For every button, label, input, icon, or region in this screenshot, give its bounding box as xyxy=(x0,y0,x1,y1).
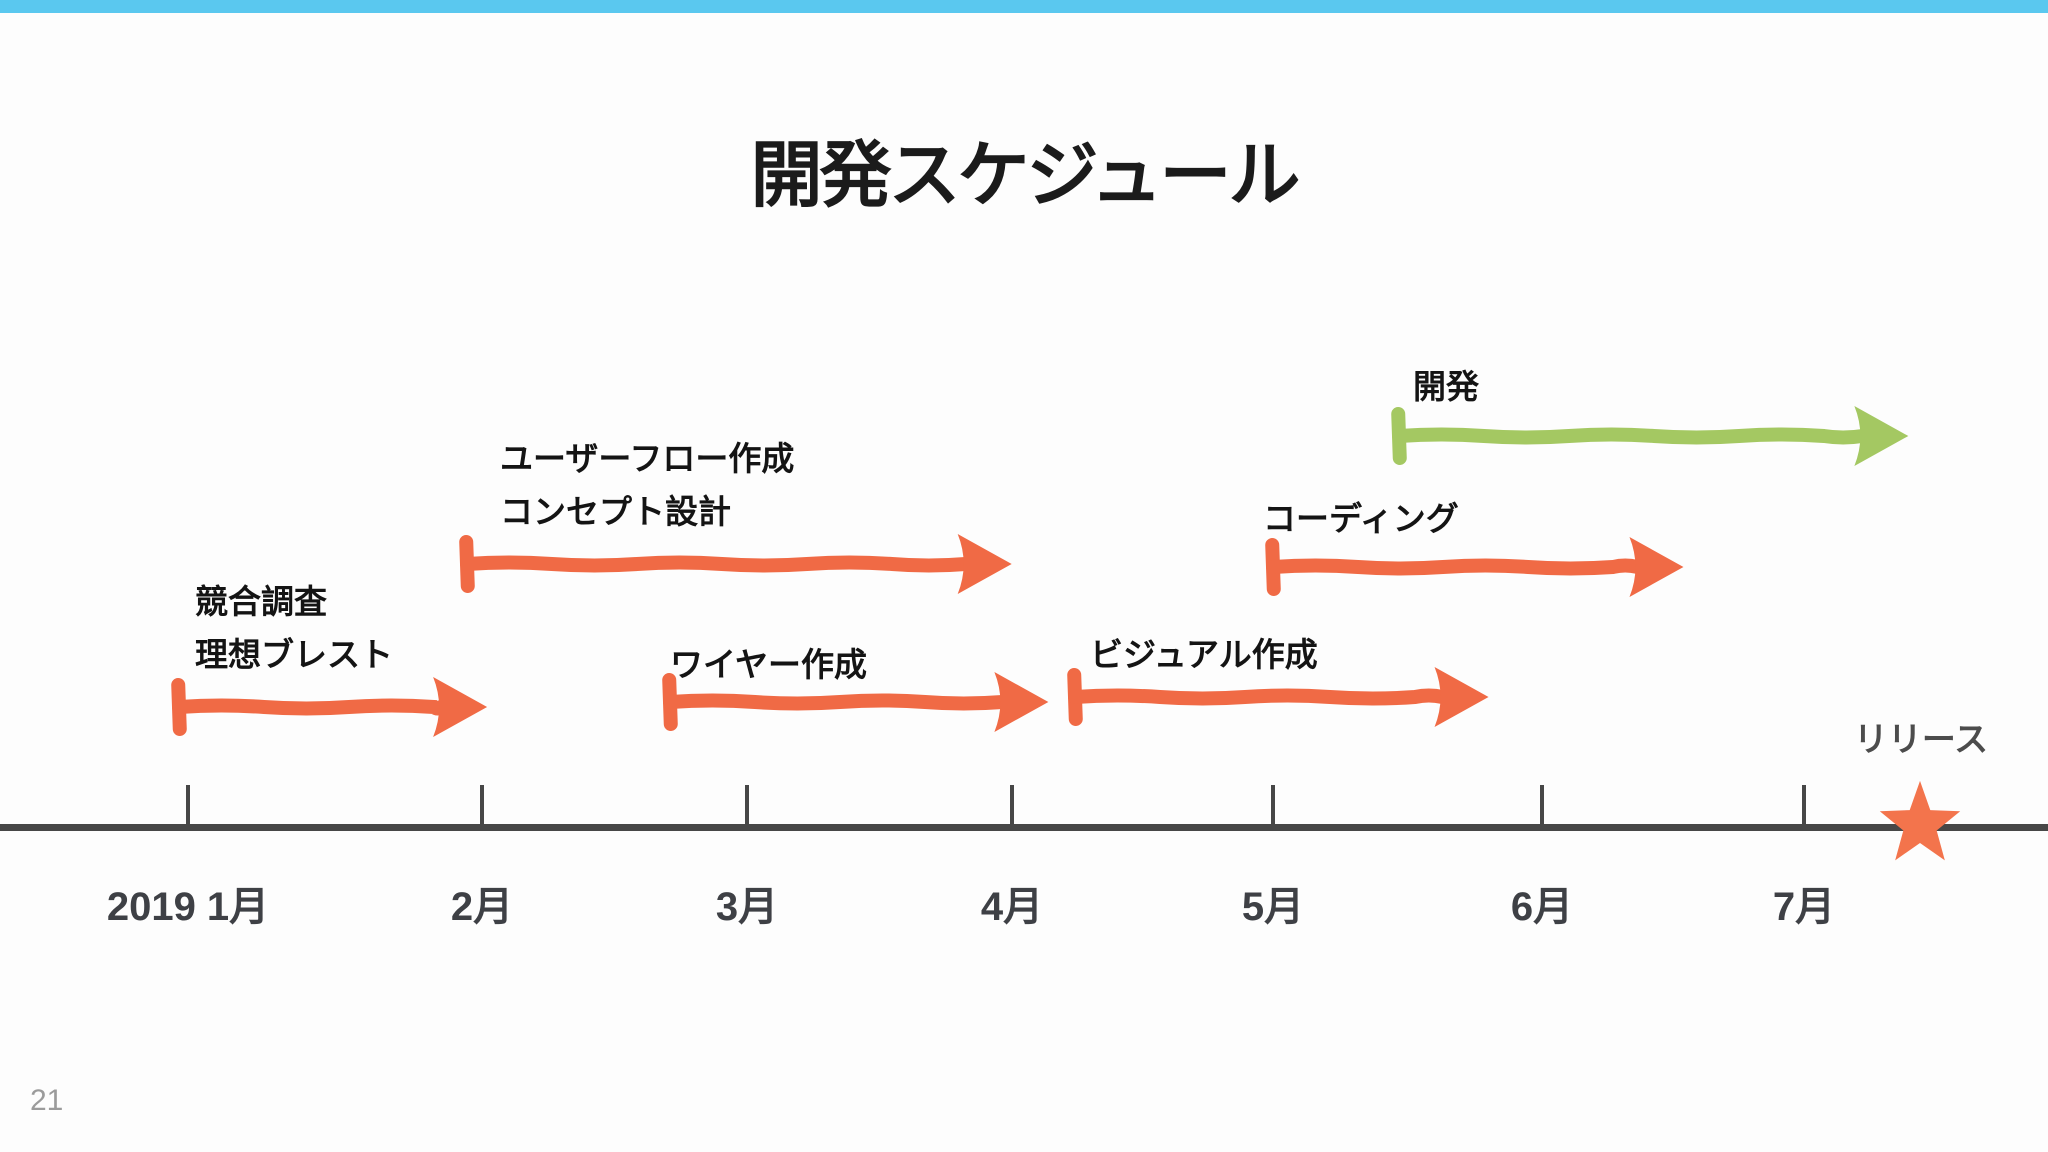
task-arrow xyxy=(662,672,1049,732)
axis-month-label: 6月 xyxy=(1510,885,1574,929)
timeline-axis-line xyxy=(0,824,2048,831)
task-label: ビジュアル作成 xyxy=(1090,628,1318,681)
axis-month-label: 3月 xyxy=(715,885,779,929)
task-label: ユーザーフロー作成コンセプト設計 xyxy=(500,432,794,538)
axis-tick xyxy=(1271,785,1275,827)
task-label-line: ユーザーフロー作成 xyxy=(500,440,795,477)
axis-tick xyxy=(1010,785,1014,827)
axis-month-label: 5月 xyxy=(1241,885,1305,929)
slide-title: 開発スケジュール xyxy=(750,136,1301,216)
release-star-icon xyxy=(1879,780,1961,861)
release-label: リリース xyxy=(1853,721,1989,759)
axis-tick xyxy=(1802,785,1806,827)
task-label-line: コンセプト設計 xyxy=(500,493,731,530)
axis-tick xyxy=(745,785,749,827)
axis-month-label: 7月 xyxy=(1772,885,1836,929)
task-label-line: コーディング xyxy=(1263,500,1459,537)
axis-tick xyxy=(186,785,190,827)
axis-month-label: 2019 1月 xyxy=(106,885,270,929)
task-label-line: 開発 xyxy=(1413,368,1479,405)
task-arrow xyxy=(459,534,1012,594)
task-label: 競合調査理想ブレスト xyxy=(195,575,393,681)
axis-tick xyxy=(1540,785,1544,827)
axis-tick xyxy=(480,785,484,827)
task-label-line: ビジュアル作成 xyxy=(1090,636,1318,673)
page-number: 21 xyxy=(30,1084,64,1117)
task-label: ワイヤー作成 xyxy=(670,638,867,691)
task-arrow xyxy=(1265,537,1684,597)
task-label: コーディング xyxy=(1263,492,1459,545)
axis-month-label: 4月 xyxy=(980,885,1044,929)
task-arrow xyxy=(171,677,488,737)
task-label-line: 競合調査 xyxy=(195,583,327,620)
task-arrow xyxy=(1066,667,1489,727)
top-accent-bar xyxy=(0,0,2048,13)
task-label: 開発 xyxy=(1413,360,1479,413)
axis-month-label: 2月 xyxy=(450,885,514,929)
task-label-line: 理想ブレスト xyxy=(195,636,393,673)
task-label-line: ワイヤー作成 xyxy=(670,646,868,683)
task-arrow xyxy=(1391,406,1909,466)
